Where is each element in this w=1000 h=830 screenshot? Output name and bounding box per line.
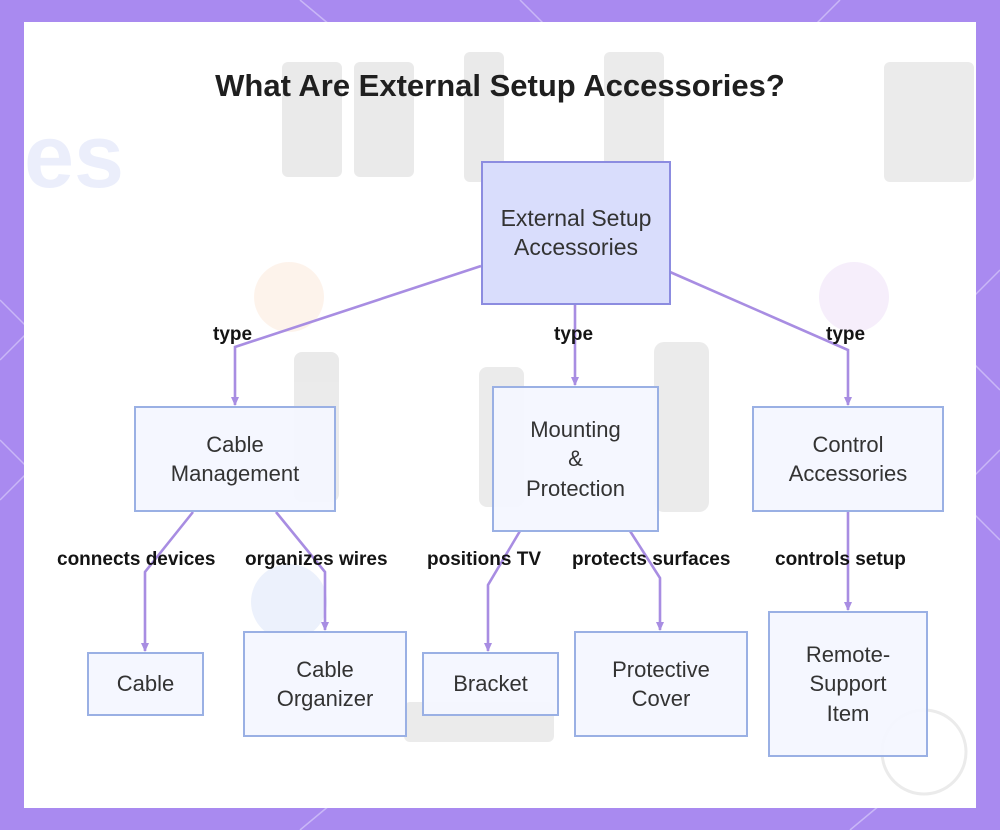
node-label: Protective Cover [612, 656, 710, 712]
edge-cable-management-to-cable [141, 511, 195, 652]
node-label: Cable [116, 671, 175, 697]
node-cable-management: Cable Management [134, 406, 336, 512]
svg-text:es: es [24, 107, 124, 207]
node-bracket: Bracket [422, 652, 559, 716]
edge-root-to-control-accessories [669, 270, 852, 406]
node-label: External Setup Accessories [500, 204, 652, 261]
edge-label-type-cable: type [213, 324, 253, 345]
edge-label-protects-surfaces: protects surfaces [572, 549, 731, 570]
edge-label-organizes-wires: organizes wires [245, 549, 388, 570]
node-label: Bracket [453, 671, 528, 697]
node-external-setup-accessories: External Setup Accessories [481, 161, 671, 305]
node-label: Cable Organizer [276, 656, 374, 712]
edge-root-to-cable-management [231, 264, 482, 406]
node-label: Remote-Support Item [805, 641, 891, 726]
edge-cable-management-to-cable-organizer [274, 511, 329, 631]
node-label: Control Accessories [788, 431, 908, 487]
edge-label-type-control: type [826, 324, 866, 345]
edge-label-type-mounting: type [554, 324, 594, 345]
node-label: Cable Management [170, 431, 300, 487]
diagram-title: What Are External Setup Accessories? [215, 68, 785, 103]
edge-mounting-to-bracket [484, 530, 522, 652]
node-cable-organizer: Cable Organizer [243, 631, 407, 737]
edge-label-controls-setup: controls setup [775, 549, 906, 570]
edge-mounting-to-protective-cover [628, 530, 664, 631]
node-cable: Cable [87, 652, 204, 716]
node-label: Mounting & Protection [525, 416, 626, 501]
node-remote-support-item: Remote-Support Item [768, 611, 928, 757]
edge-label-positions-tv: positions TV [427, 549, 541, 570]
node-mounting-protection: Mounting & Protection [492, 386, 659, 532]
node-protective-cover: Protective Cover [574, 631, 748, 737]
node-control-accessories: Control Accessories [752, 406, 944, 512]
edge-label-connects-devices: connects devices [57, 549, 216, 570]
